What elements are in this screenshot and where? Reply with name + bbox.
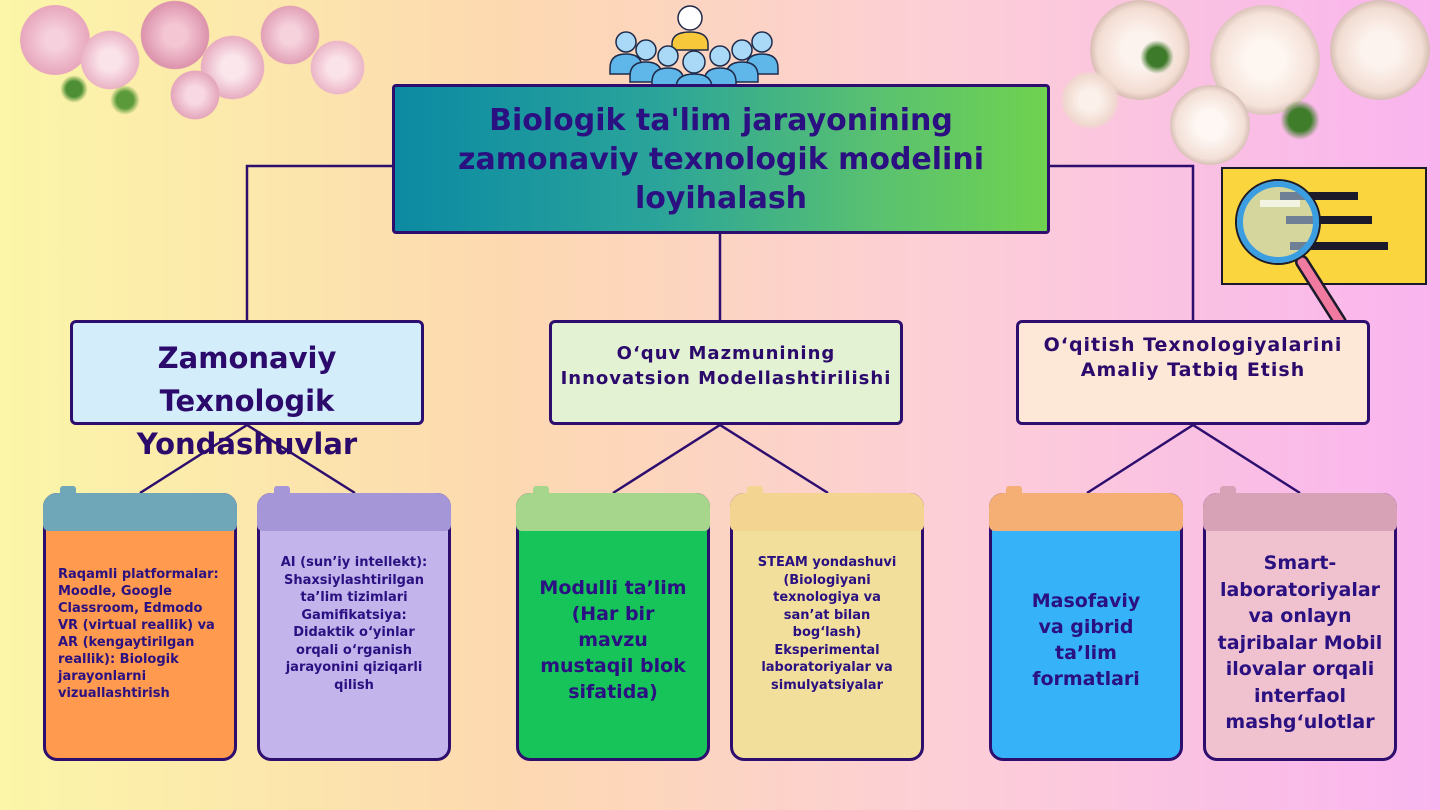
card-text: Modulli ta’lim (Har bir mavzu mustaqil b… xyxy=(539,577,687,703)
card-text: Masofaviy va gibrid ta’lim formatlari xyxy=(1031,590,1141,690)
category-box-modern-approaches: Zamonaviy Texnologik Yondashuvlar xyxy=(70,320,424,461)
category-box-practical-application: O‘qitish Texnologiyalarini Amaliy Tatbiq… xyxy=(1016,320,1370,425)
card-pin xyxy=(1006,486,1022,502)
category-3-line-1: O‘qitish Texnologiyalarini xyxy=(1043,334,1343,356)
connector-category-3-to-cards xyxy=(1086,423,1301,495)
card-pin xyxy=(533,486,549,502)
card-text: AI (sun’iy intellekt): Shaxsiylashtirilg… xyxy=(280,555,428,693)
connector-title-to-category-1 xyxy=(245,164,392,320)
card-steam-approach: STEAM yondashuvi (Biologiyani texnologiy… xyxy=(730,486,924,761)
category-1-line-2: Texnologik xyxy=(159,384,335,418)
card-pin xyxy=(1220,486,1236,502)
category-2-line-1: O‘quv Mazmunining xyxy=(616,343,836,364)
main-title-box: Biologik ta'lim jarayonining zamonaviy t… xyxy=(392,84,1050,234)
card-modular-learning: Modulli ta’lim (Har bir mavzu mustaqil b… xyxy=(516,486,710,761)
card-pin xyxy=(60,486,76,502)
people-group-icon xyxy=(609,5,779,92)
card-text: Raqamli platformalar: Moodle, Google Cla… xyxy=(58,567,219,701)
card-smart-labs: Smart-laboratoriyalar va onlayn tajribal… xyxy=(1203,486,1397,761)
card-pin xyxy=(747,486,763,502)
category-3-line-2: Amaliy Tatbiq Etish xyxy=(1080,359,1306,381)
category-1-line-1: Zamonaviy xyxy=(157,341,337,375)
category-2-line-2: Innovatsion Modellashtirilishi xyxy=(560,368,892,389)
flower-cluster-left xyxy=(0,0,380,130)
connector-category-1-to-cards xyxy=(139,423,356,495)
category-box-content-modelling: O‘quv Mazmunining Innovatsion Modellasht… xyxy=(549,320,903,425)
connector-category-2-to-cards xyxy=(612,423,829,495)
card-digital-platforms: Raqamli platformalar: Moodle, Google Cla… xyxy=(43,486,237,761)
magnifier-document-icon xyxy=(1221,167,1427,329)
card-ai-gamification: AI (sun’iy intellekt): Shaxsiylashtirilg… xyxy=(257,486,451,761)
category-1-line-3: Yondashuvlar xyxy=(136,427,358,461)
card-text: STEAM yondashuvi (Biologiyani texnologiy… xyxy=(757,555,897,693)
card-pin xyxy=(274,486,290,502)
rose-cluster-right xyxy=(1050,0,1440,180)
card-text: Smart-laboratoriyalar va onlayn tajribal… xyxy=(1217,552,1383,734)
connector-title-to-category-3 xyxy=(1050,164,1195,320)
main-title: Biologik ta'lim jarayonining zamonaviy t… xyxy=(458,102,984,216)
card-distance-hybrid: Masofaviy va gibrid ta’lim formatlari xyxy=(989,486,1183,761)
